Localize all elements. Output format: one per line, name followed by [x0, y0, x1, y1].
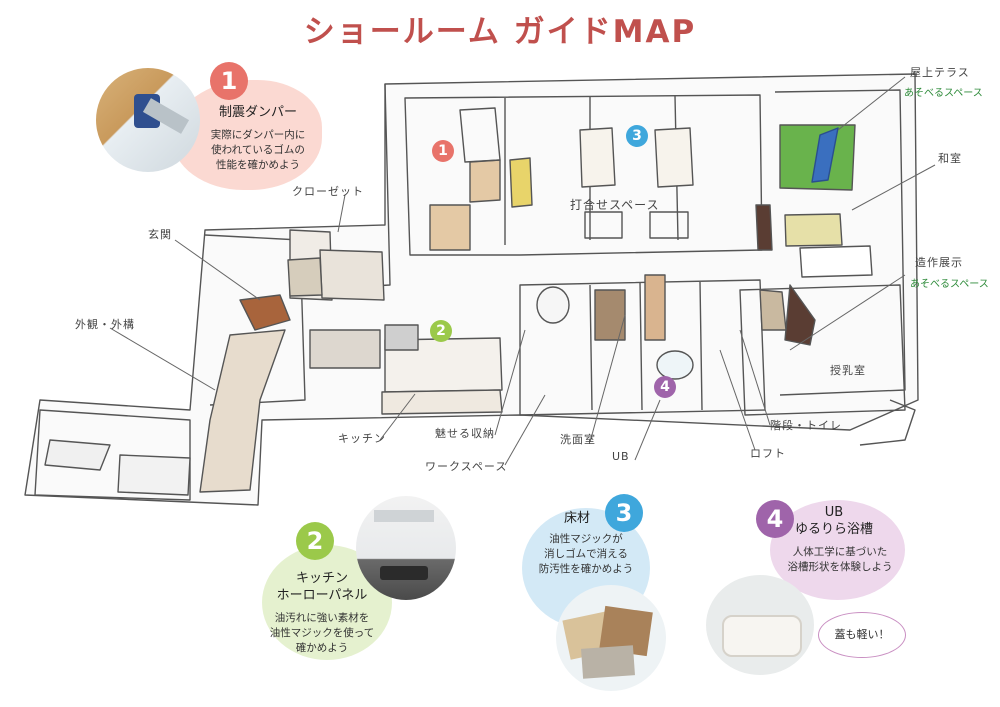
callout-2-desc-line: 確かめよう: [295, 642, 349, 654]
label-loft: ロフト: [750, 447, 786, 460]
callout-3-title: 床材: [563, 511, 590, 526]
label-display-storage: 魅せる収納: [435, 427, 495, 440]
lid-light-text: 蓋も軽い！: [834, 628, 890, 641]
flooring-samples-photo: [556, 585, 666, 691]
callout-4-badge: 4: [756, 500, 794, 538]
callout-3-badge: 3: [605, 494, 643, 532]
callout-1-badge: 1: [210, 62, 248, 100]
callout-2-desc-line: 油性マジックを使って: [269, 627, 375, 639]
callout-3-desc-line: 消しゴムで消える: [544, 548, 628, 560]
label-stairs-toilet: 階段・トイレ: [770, 419, 842, 432]
callout-2-title-line: ホーローパネル: [276, 588, 368, 603]
callout-3-description: 油性マジックが 消しゴムで消える 防汚性を確かめよう: [516, 532, 656, 577]
damper-photo: [96, 68, 200, 172]
label-washroom: 洗面室: [560, 433, 596, 446]
label-kitchen: キッチン: [338, 432, 386, 445]
label-gaikan: 外観・外構: [75, 318, 135, 331]
callout-2-desc-line: 油汚れに強い素材を: [274, 612, 370, 624]
stove-icon: [380, 566, 428, 580]
lid-light-speech-bubble: 蓋も軽い！: [818, 612, 906, 658]
callout-4-description: 人体工学に基づいた 浴槽形状を体験しよう: [770, 545, 910, 575]
label-closet: クローゼット: [292, 185, 364, 198]
callout-1-desc-line: 実際にダンパー内に: [210, 129, 306, 141]
callout-1-description: 実際にダンパー内に 使われているゴムの 性能を確かめよう: [188, 128, 328, 173]
label-meeting-space: 打合せスペース: [570, 198, 660, 212]
callout-1-desc-line: 使われているゴムの: [211, 144, 305, 156]
map-marker-1: 1: [432, 140, 454, 162]
label-zousaku: 造作展示: [915, 256, 963, 269]
label-genkan: 玄関: [148, 228, 172, 241]
label-nursing-room: 授乳室: [830, 364, 866, 377]
callout-4-desc-line: 人体工学に基づいた: [792, 546, 888, 558]
label-rooftop-terrace: 屋上テラス: [910, 66, 970, 79]
label-washitsu: 和室: [938, 152, 962, 165]
kitchen-panel-photo: [356, 496, 456, 600]
callout-4-title: UB ゆるりら浴槽: [784, 504, 884, 538]
label-rooftop-play-space: あそべるスペース: [904, 88, 983, 99]
range-hood-icon: [374, 510, 434, 522]
label-work-space: ワークスペース: [425, 460, 508, 473]
callout-4-title-line: ゆるりら浴槽: [794, 522, 873, 537]
callout-2-badge: 2: [296, 522, 334, 560]
damper-bracket-icon: [142, 98, 190, 134]
callout-2-description: 油汚れに強い素材を 油性マジックを使って 確かめよう: [252, 611, 392, 656]
map-marker-3: 3: [626, 125, 648, 147]
callout-4-title-line: UB: [824, 505, 844, 520]
callout-1-title: 制震ダンパー: [218, 105, 297, 120]
callout-1-desc-line: 性能を確かめよう: [216, 159, 300, 171]
label-ub: UB: [612, 450, 630, 463]
bathtub-photo: [706, 575, 814, 675]
floor-sample-grey-icon: [581, 645, 635, 679]
callout-3-desc-line: 防汚性を確かめよう: [538, 563, 634, 575]
label-zousaku-play-space: あそべるスペース: [910, 279, 989, 290]
callout-2-title: キッチン ホーローパネル: [262, 570, 382, 604]
map-marker-2: 2: [430, 320, 452, 342]
bathtub-icon: [722, 615, 802, 657]
callout-3-desc-line: 油性マジックが: [549, 533, 623, 545]
page-title: ショールーム ガイドMAP: [303, 14, 697, 50]
callout-4-desc-line: 浴槽形状を体験しよう: [787, 561, 893, 573]
callout-2-title-line: キッチン: [295, 571, 348, 586]
map-marker-4: 4: [654, 376, 676, 398]
